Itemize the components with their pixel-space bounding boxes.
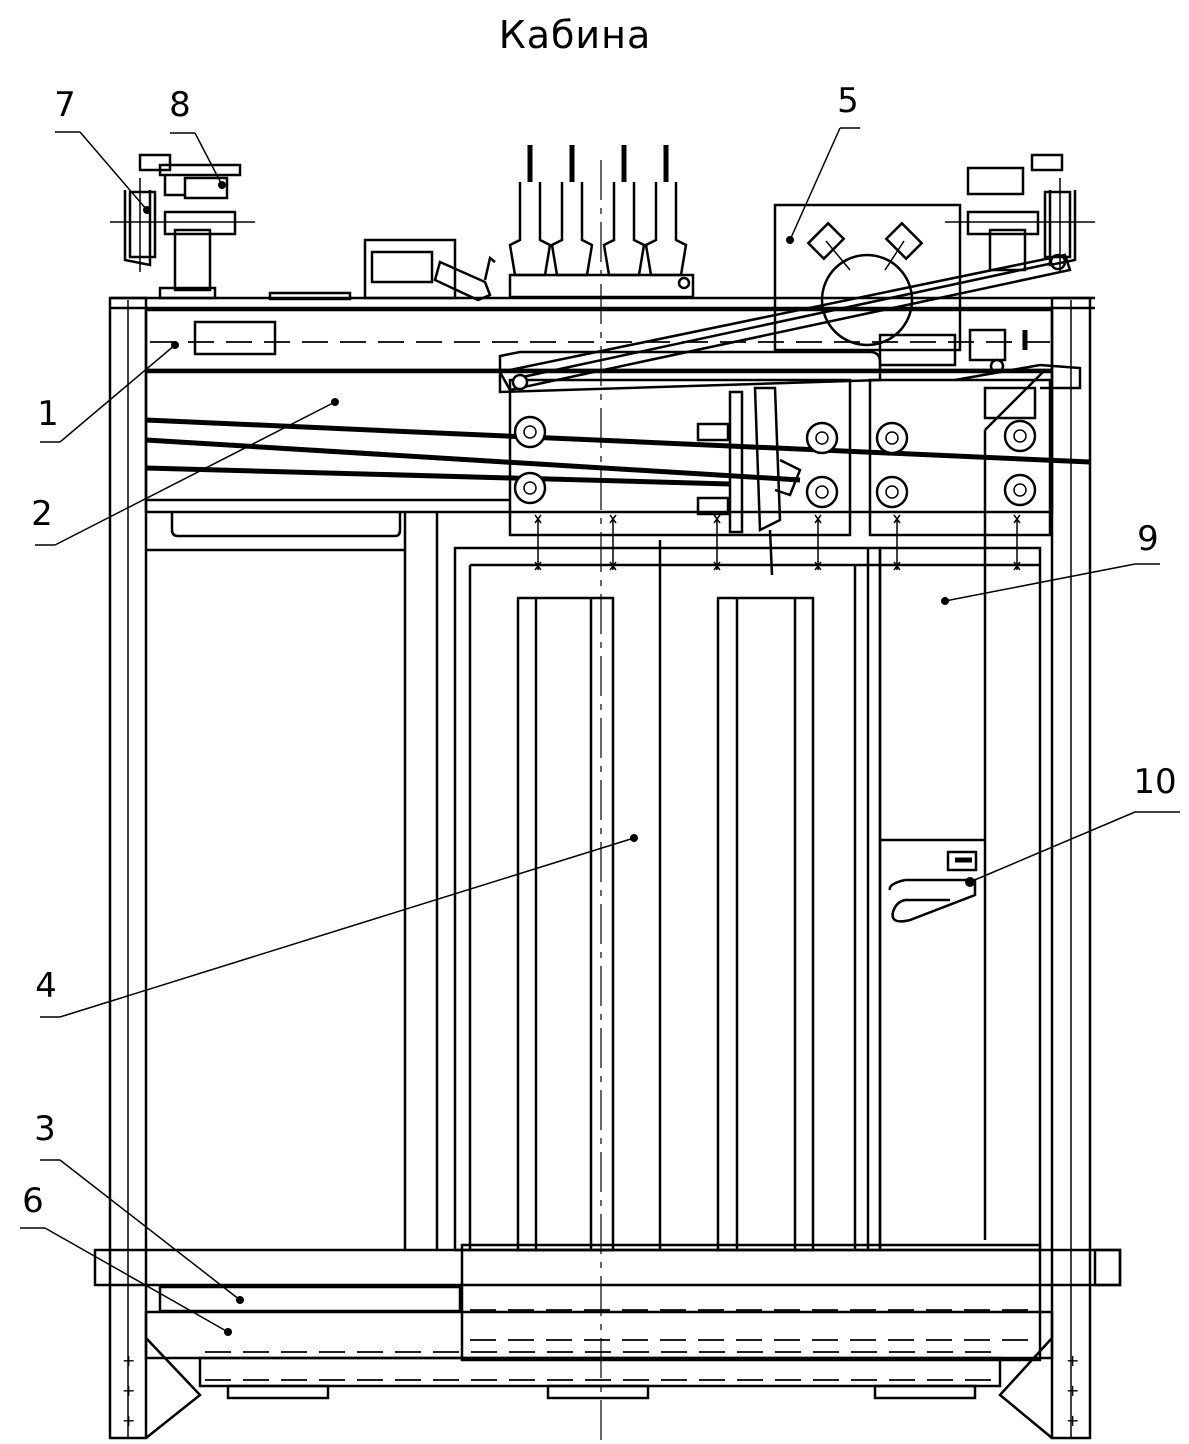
callout-6: 6 [20,1181,232,1336]
drawing-title: Кабина [499,13,652,57]
svg-text:+: + [1066,1411,1079,1430]
callout-2: 2 [31,398,339,546]
svg-text:+: + [1066,1381,1079,1400]
callout-4: 4 [35,834,638,1018]
guide-shoe [158,163,242,200]
svg-text:+: + [122,1381,135,1400]
callout-label-4: 4 [35,966,57,1006]
guide-roller-right [945,153,1095,272]
svg-text:+: + [122,1411,135,1430]
door-rail-beam [144,370,1091,576]
callout-5: 5 [786,81,860,244]
svg-text:+: + [1066,1351,1079,1370]
callout-label-6: 6 [22,1181,44,1221]
car-walls [146,512,1040,1252]
callout-10: 10 [966,762,1180,886]
callout-label-3: 3 [34,1109,56,1149]
callout-label-9: 9 [1137,519,1159,559]
floor-sill [93,1243,1122,1362]
bottom-beam [144,1310,1054,1439]
door-drive-unit [498,203,1082,1240]
callout-label-1: 1 [37,394,59,434]
callout-7: 7 [54,85,151,214]
callout-label-8: 8 [169,85,191,125]
top-connectors [268,145,695,302]
callout-label-7: 7 [54,85,76,125]
callout-9: 9 [941,519,1160,605]
callout-8: 8 [169,85,226,189]
svg-text:+: + [122,1351,135,1370]
door-lock [888,850,978,923]
callout-label-2: 2 [31,494,53,534]
callout-3: 3 [34,1109,244,1304]
callout-label-10: 10 [1133,762,1176,802]
callout-label-5: 5 [837,81,859,121]
guide-roller-left [110,153,255,300]
door-leaf [516,596,815,1252]
callout-1: 1 [37,341,179,443]
